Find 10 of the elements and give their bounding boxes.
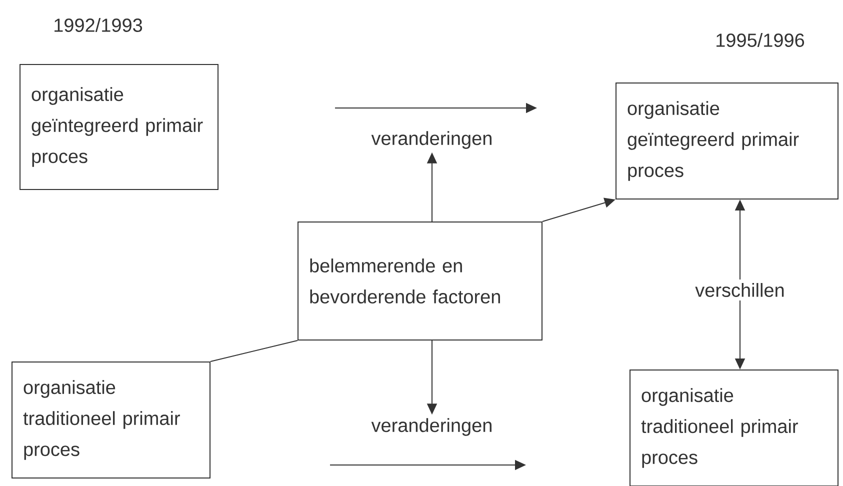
text-box: organisatie traditioneel primair proces xyxy=(12,362,210,478)
text-box: organisatie geïntegreerd primair proces xyxy=(20,64,218,190)
node-label: veranderingen xyxy=(368,128,496,152)
year-label: 1992/1993 xyxy=(54,18,142,32)
node-label: veranderingen xyxy=(368,415,496,439)
node-label: verschillen xyxy=(692,280,788,300)
text-box: belemmerende en bevorderende factoren xyxy=(298,222,542,340)
text-box: organisatie geïntegreerd primair proces xyxy=(616,82,838,200)
year-label: 1995/1996 xyxy=(716,33,804,47)
text-box: organisatie traditioneel primair proces xyxy=(630,370,838,486)
